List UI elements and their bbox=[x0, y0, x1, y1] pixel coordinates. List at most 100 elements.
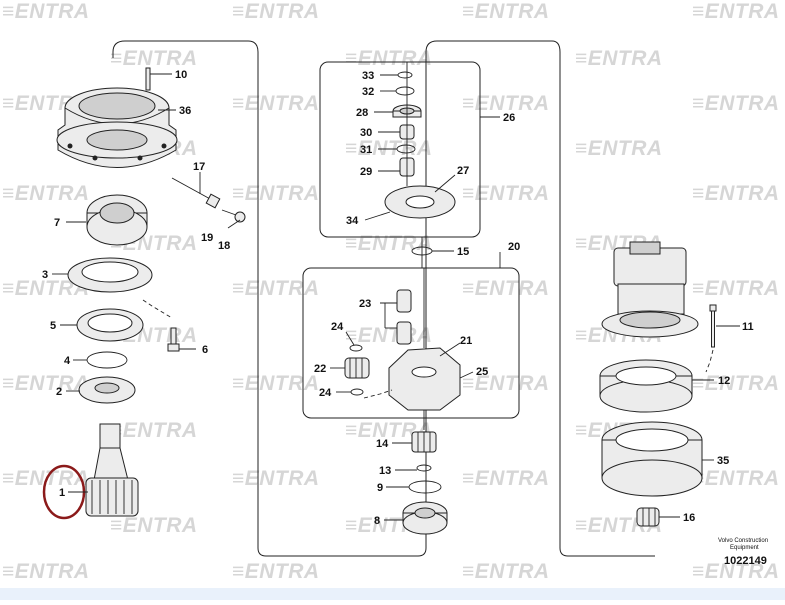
watermark-text: ≡ENTRA bbox=[232, 560, 320, 583]
callout-3: 3 bbox=[42, 269, 48, 281]
callout-29: 29 bbox=[360, 166, 372, 178]
part-32 bbox=[395, 86, 415, 96]
watermark-text: ≡ENTRA bbox=[232, 277, 320, 300]
housing-36 bbox=[56, 87, 178, 168]
carrier-21 bbox=[388, 347, 461, 411]
left-frame-start bbox=[112, 40, 126, 58]
watermark-text: ≡ENTRA bbox=[345, 419, 433, 442]
callout-21: 21 bbox=[460, 335, 472, 347]
pin-23b bbox=[396, 321, 412, 345]
ring-12 bbox=[599, 359, 693, 413]
callout-36: 36 bbox=[179, 105, 191, 117]
callout-35: 35 bbox=[717, 455, 729, 467]
dash-leader-24 bbox=[363, 389, 393, 399]
watermark-text: ≡ENTRA bbox=[692, 182, 780, 205]
callout-25: 25 bbox=[476, 366, 488, 378]
pin-10 bbox=[145, 67, 151, 91]
callout-24b: 24 bbox=[319, 387, 332, 399]
watermark-text: ≡ENTRA bbox=[232, 467, 320, 490]
watermark-text: ≡ENTRA bbox=[2, 0, 90, 23]
callout-33: 33 bbox=[362, 70, 374, 82]
callout-22: 22 bbox=[314, 363, 326, 375]
callout-27: 27 bbox=[457, 165, 469, 177]
washer-13 bbox=[416, 464, 432, 472]
watermark-text: ≡ENTRA bbox=[232, 182, 320, 205]
leader-lines bbox=[52, 73, 740, 521]
ring-gear-35 bbox=[601, 421, 703, 497]
watermark-text: ≡ENTRA bbox=[462, 0, 550, 23]
watermark-text: ≡ENTRA bbox=[345, 47, 433, 70]
bearing-8 bbox=[402, 501, 448, 535]
watermark-text: ≡ENTRA bbox=[110, 47, 198, 70]
watermark-text: ≡ENTRA bbox=[2, 182, 90, 205]
watermark-text: ≡ENTRA bbox=[110, 514, 198, 537]
bolt-11 bbox=[709, 304, 717, 348]
watermark-text: ≡ENTRA bbox=[692, 92, 780, 115]
oring-4 bbox=[86, 351, 128, 369]
watermark-text: ≡ENTRA bbox=[2, 560, 90, 583]
publisher-line-2: Equipment bbox=[730, 545, 759, 551]
watermark-text: ≡ENTRA bbox=[232, 372, 320, 395]
bolt-17 bbox=[171, 177, 221, 209]
watermark-text: ≡ENTRA bbox=[692, 467, 780, 490]
gear-14 bbox=[411, 431, 437, 453]
callout-31: 31 bbox=[360, 144, 372, 156]
callout-20: 20 bbox=[508, 241, 520, 253]
publisher-line-1: Volvo Construction bbox=[718, 538, 768, 544]
pin-23a bbox=[396, 289, 412, 313]
washer-24b bbox=[350, 388, 364, 396]
watermark-text: ≡ENTRA bbox=[462, 560, 550, 583]
box-20 bbox=[302, 267, 520, 419]
watermark-text: ≡ENTRA bbox=[575, 47, 663, 70]
pinion-shaft-1 bbox=[85, 423, 139, 517]
dash-leader-11 bbox=[705, 349, 714, 373]
callout-9: 9 bbox=[377, 482, 383, 494]
callout-10: 10 bbox=[175, 69, 187, 81]
dash-leader-6 bbox=[142, 299, 173, 319]
watermark-text: ≡ENTRA bbox=[575, 137, 663, 160]
callout-15: 15 bbox=[457, 246, 469, 258]
watermark-text: ≡ENTRA bbox=[692, 0, 780, 23]
watermark-text: ≡ENTRA bbox=[462, 92, 550, 115]
watermark-text: ≡ENTRA bbox=[462, 467, 550, 490]
watermark-text: ≡ENTRA bbox=[462, 372, 550, 395]
callout-16: 16 bbox=[683, 512, 695, 524]
watermark-text: ≡ENTRA bbox=[462, 182, 550, 205]
plug-18-19 bbox=[221, 209, 246, 223]
watermark-text: ≡ENTRA bbox=[232, 92, 320, 115]
shim-3 bbox=[67, 257, 153, 293]
watermark-layer: ≡ENTRA ≡ENTRA ≡ENTRA ≡ENTRA ≡ENTRA ≡ENTRA ≡ENT… bbox=[2, 0, 780, 583]
callout-14: 14 bbox=[376, 438, 389, 450]
callout-28: 28 bbox=[356, 107, 368, 119]
callout-17: 17 bbox=[193, 161, 205, 173]
washer-24a bbox=[349, 344, 363, 352]
gear-22 bbox=[344, 357, 370, 379]
callout-24a: 24 bbox=[331, 321, 344, 333]
callout-5: 5 bbox=[50, 320, 56, 332]
callout-4: 4 bbox=[64, 355, 71, 367]
carrier-27 bbox=[384, 185, 456, 219]
ring-2 bbox=[78, 376, 136, 404]
bearing-7 bbox=[86, 194, 148, 246]
oring-9 bbox=[408, 480, 442, 494]
document-number: 1022149 bbox=[724, 555, 767, 567]
watermark-text: ≡ENTRA bbox=[110, 419, 198, 442]
callout-labels: 10 36 17 7 19 18 3 5 6 4 2 1 33 32 28 30… bbox=[42, 69, 754, 527]
part-33 bbox=[397, 71, 413, 79]
watermark-text: ≡ENTRA bbox=[345, 137, 433, 160]
callout-32: 32 bbox=[362, 86, 374, 98]
watermark-text: ≡ENTRA bbox=[2, 277, 90, 300]
callout-12: 12 bbox=[718, 375, 730, 387]
watermark-text: ≡ENTRA bbox=[692, 560, 780, 583]
callout-18: 18 bbox=[218, 240, 230, 252]
callout-13: 13 bbox=[379, 465, 391, 477]
watermark-text: ≡ENTRA bbox=[692, 372, 780, 395]
callout-11: 11 bbox=[742, 321, 754, 333]
callout-1: 1 bbox=[59, 487, 65, 499]
callout-6: 6 bbox=[202, 344, 208, 356]
callout-23: 23 bbox=[359, 298, 371, 310]
watermark-text: ≡ENTRA bbox=[2, 372, 90, 395]
callout-7: 7 bbox=[54, 217, 60, 229]
